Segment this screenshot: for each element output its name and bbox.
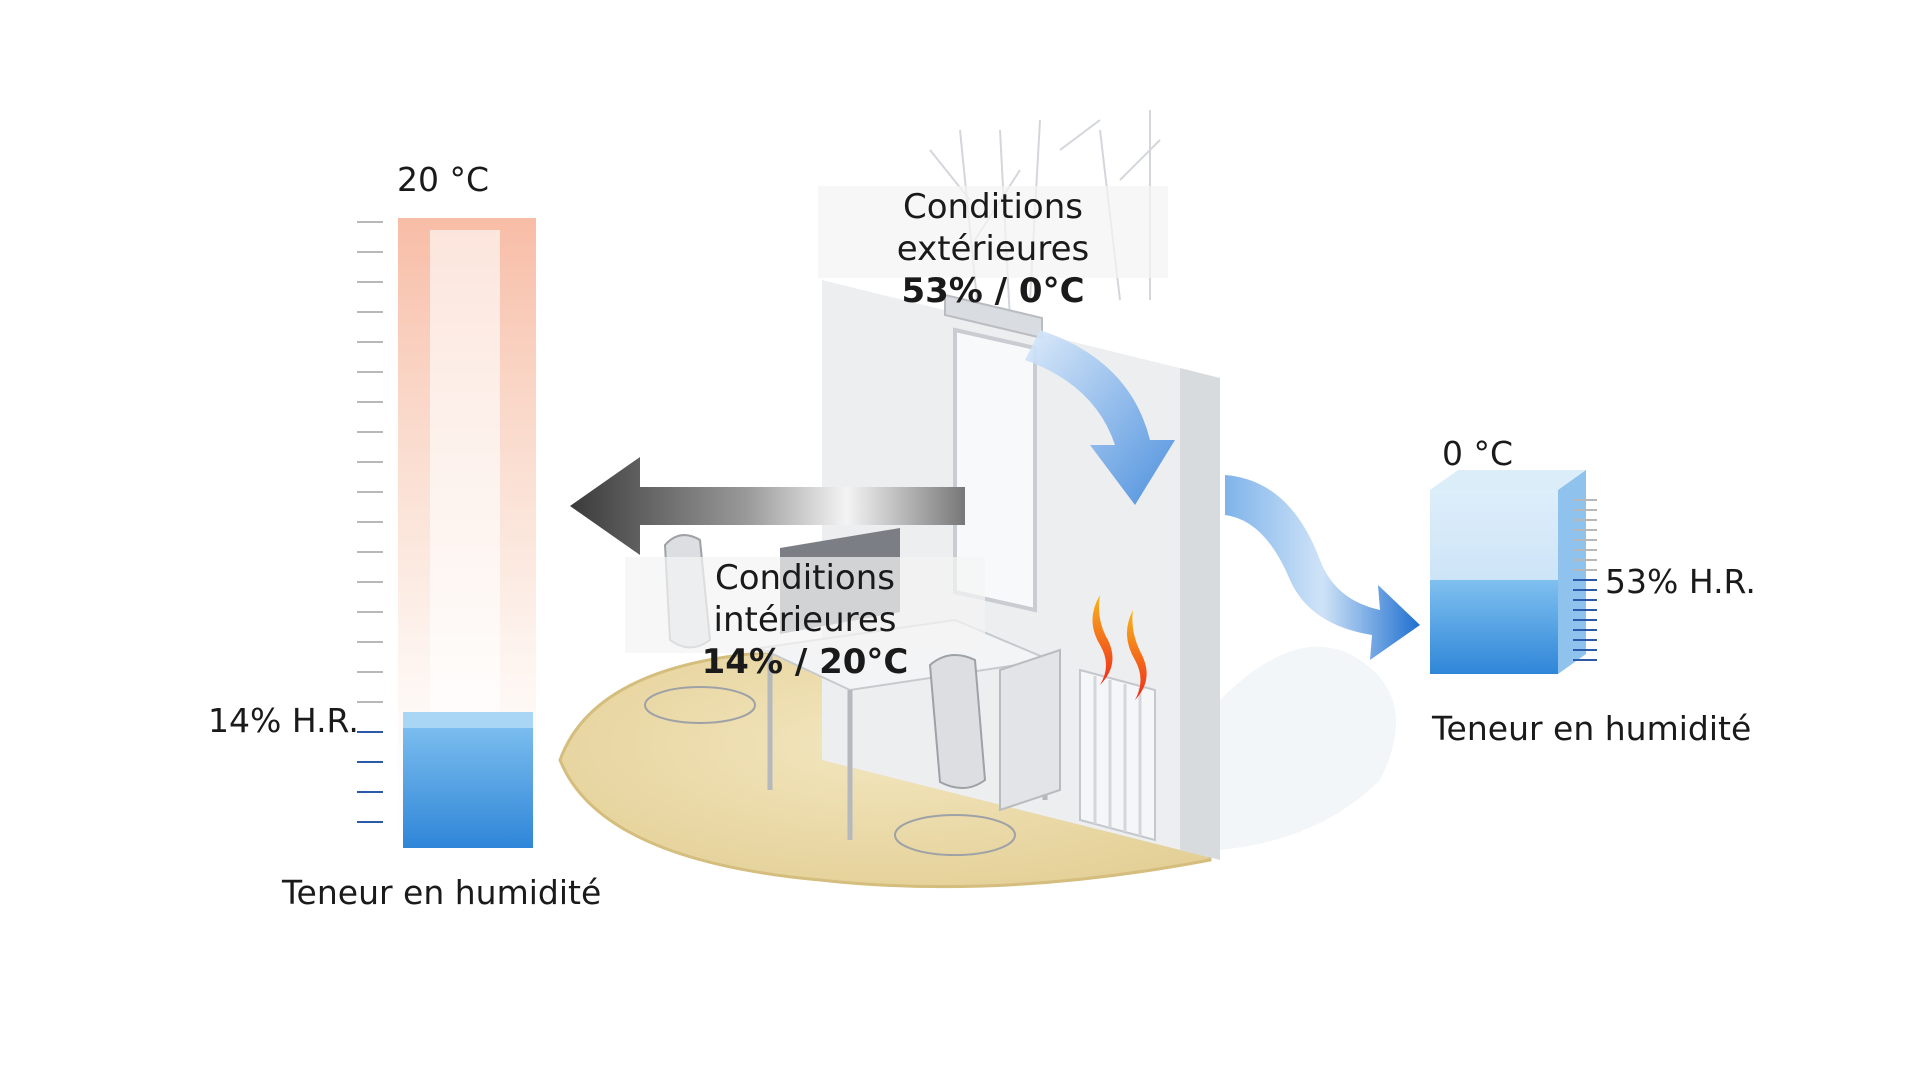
left-scale-ticks — [357, 221, 383, 823]
right-humidity-label: 53% H.R. — [1605, 562, 1756, 601]
outdoor-air-arrow — [1225, 475, 1420, 660]
left-temperature-label: 20 °C — [397, 160, 490, 199]
left-column-caption: Teneur en humidité — [282, 873, 602, 912]
snow-patch — [1220, 646, 1396, 850]
left-moisture-column — [398, 218, 536, 848]
indoor-conditions-value: 14% / 20°C — [701, 642, 909, 682]
outdoor-conditions-value: 53% / 0°C — [901, 271, 1085, 311]
right-scale-ticks — [1573, 499, 1597, 661]
drawer-unit — [999, 648, 1061, 812]
exchange-arrow — [570, 457, 965, 555]
left-water-level — [403, 720, 533, 848]
right-moisture-column — [1430, 470, 1586, 674]
right-temperature-label: 0 °C — [1442, 434, 1514, 473]
right-column-caption: Teneur en humidité — [1432, 709, 1752, 748]
wall-edge — [1180, 368, 1220, 860]
heat-flame-icon — [1092, 595, 1113, 685]
left-humidity-label: 14% H.R. — [208, 701, 359, 740]
indoor-conditions-box: Conditions intérieures 14% / 20°C — [625, 557, 985, 682]
outdoor-conditions-box: Conditions extérieures 53% / 0°C — [818, 186, 1168, 311]
outdoor-conditions-title: Conditions extérieures — [896, 187, 1090, 269]
radiator — [1079, 668, 1156, 842]
cold-air-arrow — [1025, 330, 1175, 505]
indoor-conditions-title: Conditions intérieures — [713, 558, 897, 640]
right-water-level — [1430, 580, 1558, 674]
